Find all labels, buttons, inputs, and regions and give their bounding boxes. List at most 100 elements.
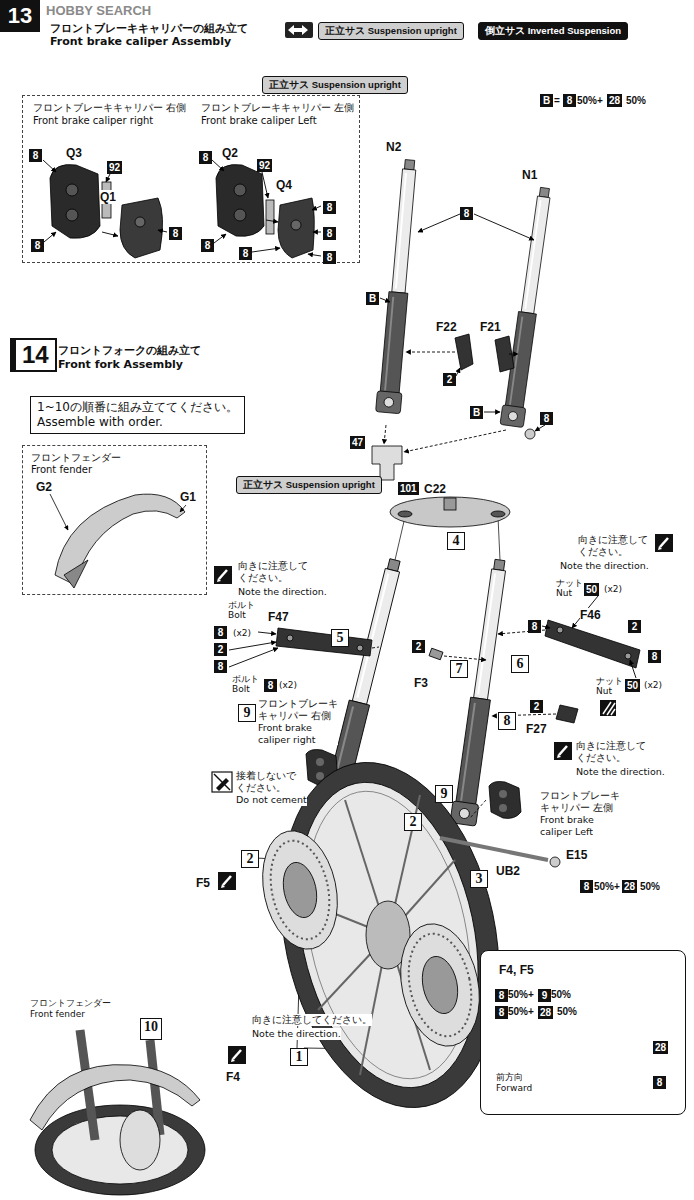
dashed-panel-text: Front brake caliper right	[33, 115, 153, 127]
paint-code-text: 8	[565, 94, 574, 107]
paint-code-text: 8	[171, 227, 180, 240]
note-icon	[554, 742, 572, 760]
caliper-parts	[50, 165, 100, 239]
part-name: Q2	[222, 146, 238, 160]
note-text: Note the direction.	[252, 1028, 341, 1040]
part-name: G1	[180, 490, 196, 504]
fender-view	[30, 1030, 205, 1195]
dashed-panel-text: フロントブレーキキャリパー 右側	[33, 102, 186, 114]
part-name: F22	[436, 320, 457, 334]
part-name: F46	[580, 608, 601, 622]
paint-code: 8	[323, 201, 336, 214]
suspension-tag-text: 倒立サス Inverted Suspension	[485, 25, 621, 37]
paint-code: 92	[107, 161, 122, 174]
leader-lines	[380, 298, 390, 302]
top-clamp	[395, 517, 405, 560]
note-text: 接着しないでください。	[236, 770, 300, 793]
paint-code-text: 8	[497, 1006, 506, 1019]
caliper-parts	[278, 198, 314, 258]
paint-code-text: 2	[630, 620, 639, 633]
watermark: HOBBY SEARCH	[46, 3, 151, 18]
leader-arrows	[313, 232, 321, 233]
mix-ratio: 50%	[551, 988, 571, 1001]
part-name: C22	[424, 482, 446, 496]
mix-ratio: 50%+	[594, 880, 620, 893]
section-number: 13	[0, 0, 40, 32]
note-text: フロントブレーキキャリパー 右側	[258, 698, 338, 721]
axle	[440, 838, 560, 867]
front-wheel	[400, 928, 480, 1042]
leader-arrows	[214, 234, 226, 243]
leader-arrows	[43, 160, 321, 256]
paint-code: 8	[264, 679, 277, 692]
front-wheel	[262, 835, 338, 944]
front-wheel	[279, 859, 322, 920]
suspension-tag: 正立サス Suspension upright	[262, 76, 408, 94]
caliper-parts	[291, 220, 301, 230]
part-name: F5	[196, 876, 210, 890]
paint-code: 8	[239, 247, 252, 260]
note-text: Do not cement	[236, 794, 307, 806]
caliper-parts	[66, 209, 78, 221]
step-number: 2	[404, 813, 422, 831]
paint-code-text: 8	[216, 626, 225, 639]
note-text: フロントブレーキキャリパー 左側	[540, 790, 620, 813]
paint-code: 28	[622, 880, 637, 893]
paint-code: 2	[214, 643, 227, 656]
leader-lines	[418, 214, 460, 232]
front-fork	[455, 334, 473, 370]
instruction-box-text: Assemble with order.	[37, 415, 238, 430]
paint-code-text: 92	[259, 159, 270, 172]
note-text: 向きに注意してください。	[238, 560, 310, 583]
paint-code-text: 8	[542, 412, 551, 425]
leader-arrows	[252, 248, 280, 252]
paint-code-text: 28	[655, 1041, 666, 1054]
section-heading: フロントフォークの組み立て	[58, 343, 201, 358]
fork-brace	[556, 705, 578, 723]
mix-ratio: 50%	[626, 94, 646, 107]
front-fender	[50, 494, 186, 588]
paint-code-text: 8	[325, 227, 334, 240]
paint-code-text: 8	[241, 247, 250, 260]
step-number-text: 9	[439, 786, 449, 802]
step-number-text: 2	[245, 851, 255, 867]
section-number: 14	[10, 338, 57, 372]
step-number-text: 3	[474, 871, 484, 887]
axle	[550, 857, 560, 867]
paint-code: 8	[31, 239, 44, 252]
caliper-parts	[66, 184, 78, 196]
step-number-text: 1	[294, 1049, 304, 1065]
paint-code: 92	[257, 159, 272, 172]
small-caption: Forward	[496, 1083, 532, 1093]
paint-code-text: 8	[266, 679, 275, 692]
mix-ratio: 50%+	[577, 94, 603, 107]
paint-code: 8	[214, 626, 227, 639]
small-caption: ナット	[556, 578, 583, 588]
suspension-tag-text: 正立サス Suspension upright	[243, 479, 375, 491]
front-fork	[500, 186, 557, 427]
part-name: Q1	[100, 190, 116, 204]
front-fork	[372, 159, 557, 480]
paint-code-text: 28	[540, 1006, 551, 1019]
dashed-panel: 8928889288888フロントブレーキキャリパー 右側Front brake…	[22, 95, 360, 263]
step-number: 9	[435, 785, 453, 803]
small-caption: 前方向	[496, 1072, 523, 1082]
part-name: Q4	[276, 178, 292, 192]
part-name: Q3	[66, 146, 82, 160]
small-caption: ボルト	[232, 674, 259, 684]
small-caption: (x2)	[233, 628, 251, 638]
instruction-box-text: 1~10の順番に組み立ててください。	[37, 400, 238, 415]
paint-code: 8	[460, 207, 473, 220]
step-number-text: 6	[515, 656, 525, 672]
section-heading: Front brake caliper Assembly	[50, 35, 231, 48]
part-name: F4	[226, 1070, 240, 1084]
paint-code-text: 2	[414, 640, 423, 653]
caliper-parts	[266, 200, 274, 234]
paint-code-text: 8	[530, 620, 539, 633]
leader-arrows	[43, 160, 56, 172]
step-number: 2	[241, 850, 259, 868]
small-caption: Nut	[556, 588, 572, 598]
step-number-text: 7	[454, 661, 464, 677]
part-name: E15	[566, 848, 587, 862]
leader-lines	[258, 632, 276, 634]
